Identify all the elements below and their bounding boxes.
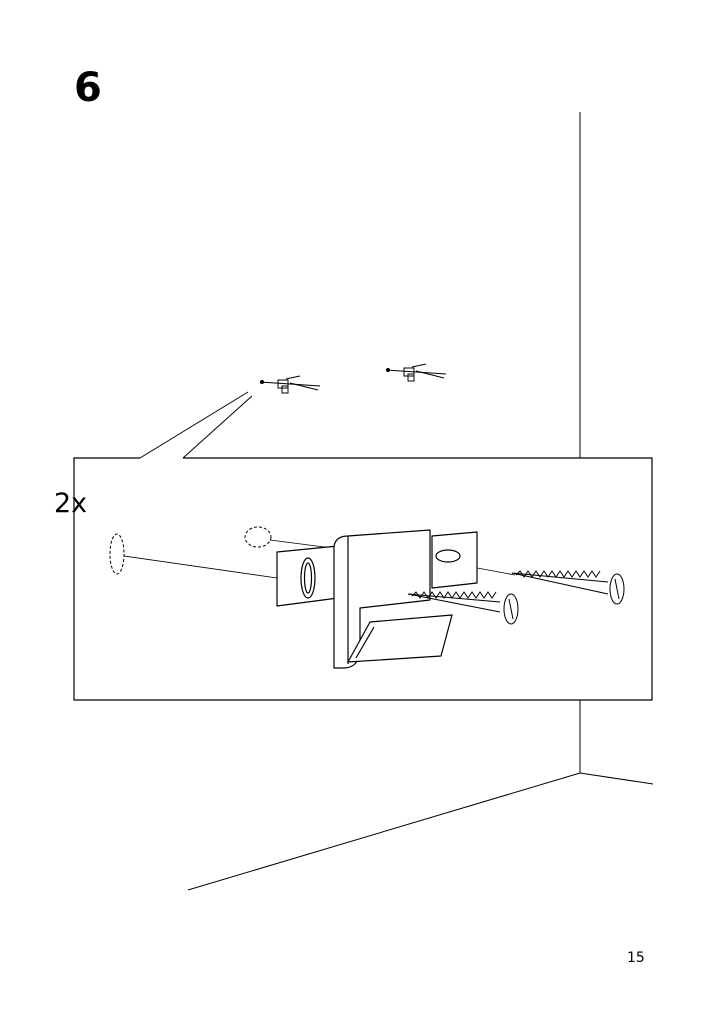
detail-box: [73, 457, 653, 701]
screw-1: [407, 591, 519, 625]
drill-holes: [109, 526, 272, 575]
wall-hook-left: [259, 375, 321, 394]
page-number: 15: [627, 950, 645, 966]
quantity-label: 2x: [54, 488, 88, 519]
callout-pointer: [139, 391, 253, 459]
wall-hook-right: [385, 363, 447, 382]
room-lines: [187, 112, 654, 891]
screw-2: [511, 570, 625, 605]
step-number: 6: [74, 65, 102, 111]
hook-bracket: [276, 529, 478, 669]
